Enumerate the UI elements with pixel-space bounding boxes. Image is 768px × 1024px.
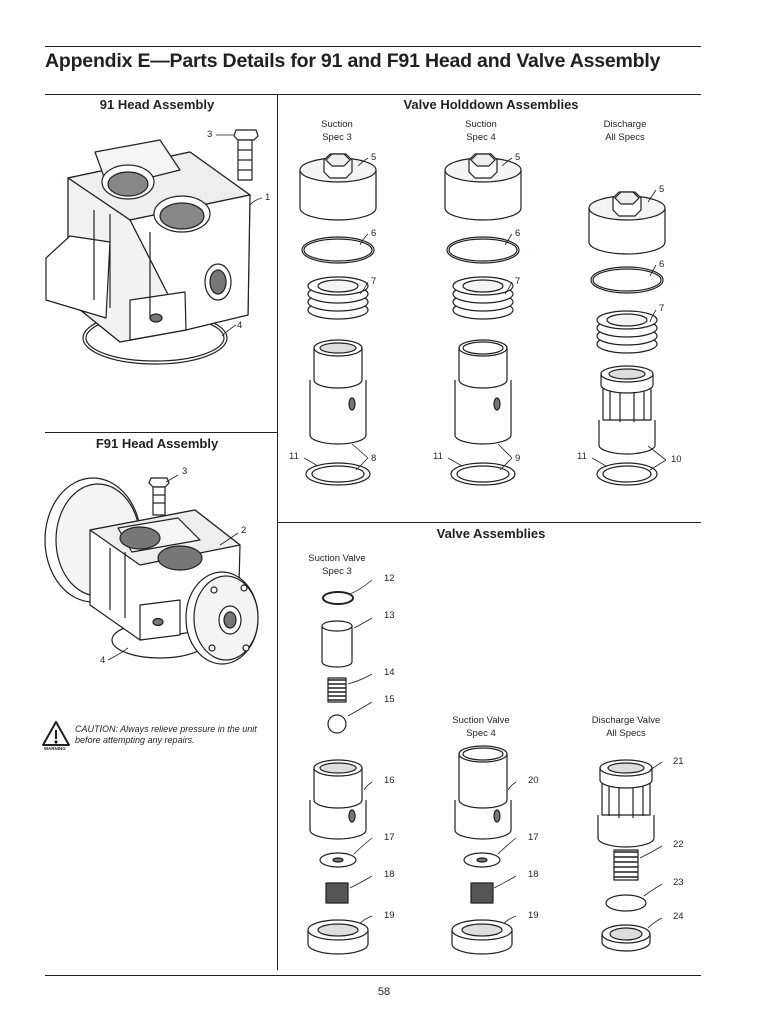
callout-c-7: 7 bbox=[659, 303, 665, 314]
callout-91-4: 4 bbox=[237, 320, 243, 331]
callout-91-3: 3 bbox=[207, 129, 213, 140]
callout-d-24: 24 bbox=[673, 911, 684, 922]
callout-v-13: 13 bbox=[384, 610, 395, 621]
callout-c-11: 11 bbox=[577, 451, 587, 462]
callout-c-6: 6 bbox=[659, 259, 665, 270]
page-title: Appendix E—Parts Details for 91 and F91 … bbox=[45, 50, 661, 72]
subtitle-discharge-valve-all-specs: Discharge Valve All Specs bbox=[591, 715, 661, 739]
callout-v-15: 15 bbox=[384, 694, 395, 705]
caution-text: CAUTION: Always relieve pressure in the … bbox=[75, 724, 257, 745]
callout-v-12: 12 bbox=[384, 573, 395, 584]
right-section-divider bbox=[277, 522, 701, 523]
footer-rule bbox=[45, 975, 701, 976]
callout-v-19: 19 bbox=[384, 910, 395, 921]
callout-b-11: 11 bbox=[433, 451, 443, 462]
callout-a-8: 8 bbox=[371, 453, 377, 464]
callout-a-11: 11 bbox=[289, 451, 299, 462]
callout-w-17: 17 bbox=[528, 832, 539, 843]
left-section-divider bbox=[45, 432, 277, 433]
heading-valve-assemblies: Valve Assemblies bbox=[436, 526, 546, 541]
callout-v-18: 18 bbox=[384, 869, 395, 880]
callout-w-18: 18 bbox=[528, 869, 539, 880]
callout-a-5: 5 bbox=[371, 152, 377, 163]
header-rule bbox=[45, 94, 701, 95]
subtitle-discharge-all-specs: Discharge All Specs bbox=[603, 119, 647, 143]
page-number: 58 bbox=[377, 986, 391, 998]
callout-v-17: 17 bbox=[384, 832, 395, 843]
callout-c-5: 5 bbox=[659, 184, 665, 195]
heading-91-head-assembly: 91 Head Assembly bbox=[99, 97, 215, 112]
top-rule bbox=[45, 46, 701, 47]
subtitle-suction-valve-spec4: Suction Valve Spec 4 bbox=[452, 715, 510, 739]
heading-valve-holddown-assemblies: Valve Holddown Assemblies bbox=[403, 97, 579, 112]
callout-a-6: 6 bbox=[371, 228, 377, 239]
discharge-valve-drawing bbox=[597, 759, 655, 952]
holddown-suction-spec4-drawing bbox=[444, 153, 522, 486]
callout-c-10: 10 bbox=[671, 454, 682, 465]
callout-d-23: 23 bbox=[673, 877, 684, 888]
holddown-suction-spec3-drawing bbox=[299, 153, 377, 486]
column-divider bbox=[277, 94, 278, 970]
callout-w-19: 19 bbox=[528, 910, 539, 921]
callout-91-1: 1 bbox=[265, 192, 271, 203]
head-f91-drawing bbox=[44, 477, 259, 665]
callout-b-9: 9 bbox=[515, 453, 521, 464]
callout-b-5: 5 bbox=[515, 152, 521, 163]
callout-v-16: 16 bbox=[384, 775, 395, 786]
callout-f91-3: 3 bbox=[182, 466, 188, 477]
subtitle-suction-spec4: Suction Spec 4 bbox=[465, 119, 497, 143]
callout-d-22: 22 bbox=[673, 839, 684, 850]
suction-valve-spec3-drawing bbox=[307, 591, 369, 955]
callout-b-7: 7 bbox=[515, 276, 521, 287]
suction-valve-spec4-drawing bbox=[451, 745, 513, 955]
head-91-drawing bbox=[45, 129, 259, 365]
subtitle-suction-valve-spec3: Suction Valve Spec 3 bbox=[308, 553, 366, 577]
callout-f91-4: 4 bbox=[100, 655, 106, 666]
callout-d-21: 21 bbox=[673, 756, 684, 767]
callout-leader-lines bbox=[107, 134, 667, 929]
warning-triangle-icon bbox=[42, 721, 70, 746]
callout-f91-2: 2 bbox=[241, 525, 247, 536]
heading-f91-head-assembly: F91 Head Assembly bbox=[95, 436, 219, 451]
callout-a-7: 7 bbox=[371, 276, 377, 287]
callout-w-20: 20 bbox=[528, 775, 539, 786]
callout-b-6: 6 bbox=[515, 228, 521, 239]
subtitle-suction-spec3: Suction Spec 3 bbox=[321, 119, 353, 143]
warning-icon-label: WARNING bbox=[44, 746, 66, 751]
callout-v-14: 14 bbox=[384, 667, 395, 678]
holddown-discharge-drawing bbox=[588, 191, 666, 486]
